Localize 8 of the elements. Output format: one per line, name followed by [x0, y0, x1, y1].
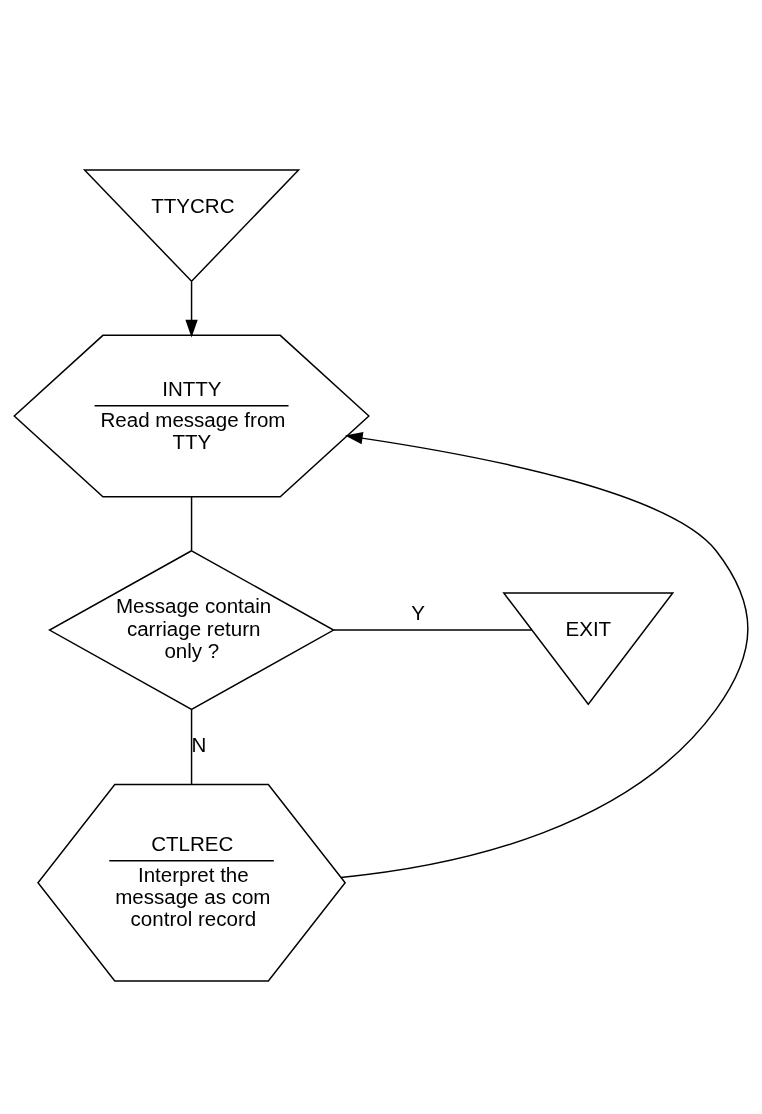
connector [332, 629, 533, 631]
arrow [340, 432, 749, 879]
connector [190, 496, 193, 552]
arrow [185, 281, 198, 338]
node-diamond: Message contain carriage return only ? [48, 549, 336, 711]
edge-label: N [191, 733, 207, 757]
edge-label: Y [411, 601, 425, 625]
connector [190, 709, 193, 786]
